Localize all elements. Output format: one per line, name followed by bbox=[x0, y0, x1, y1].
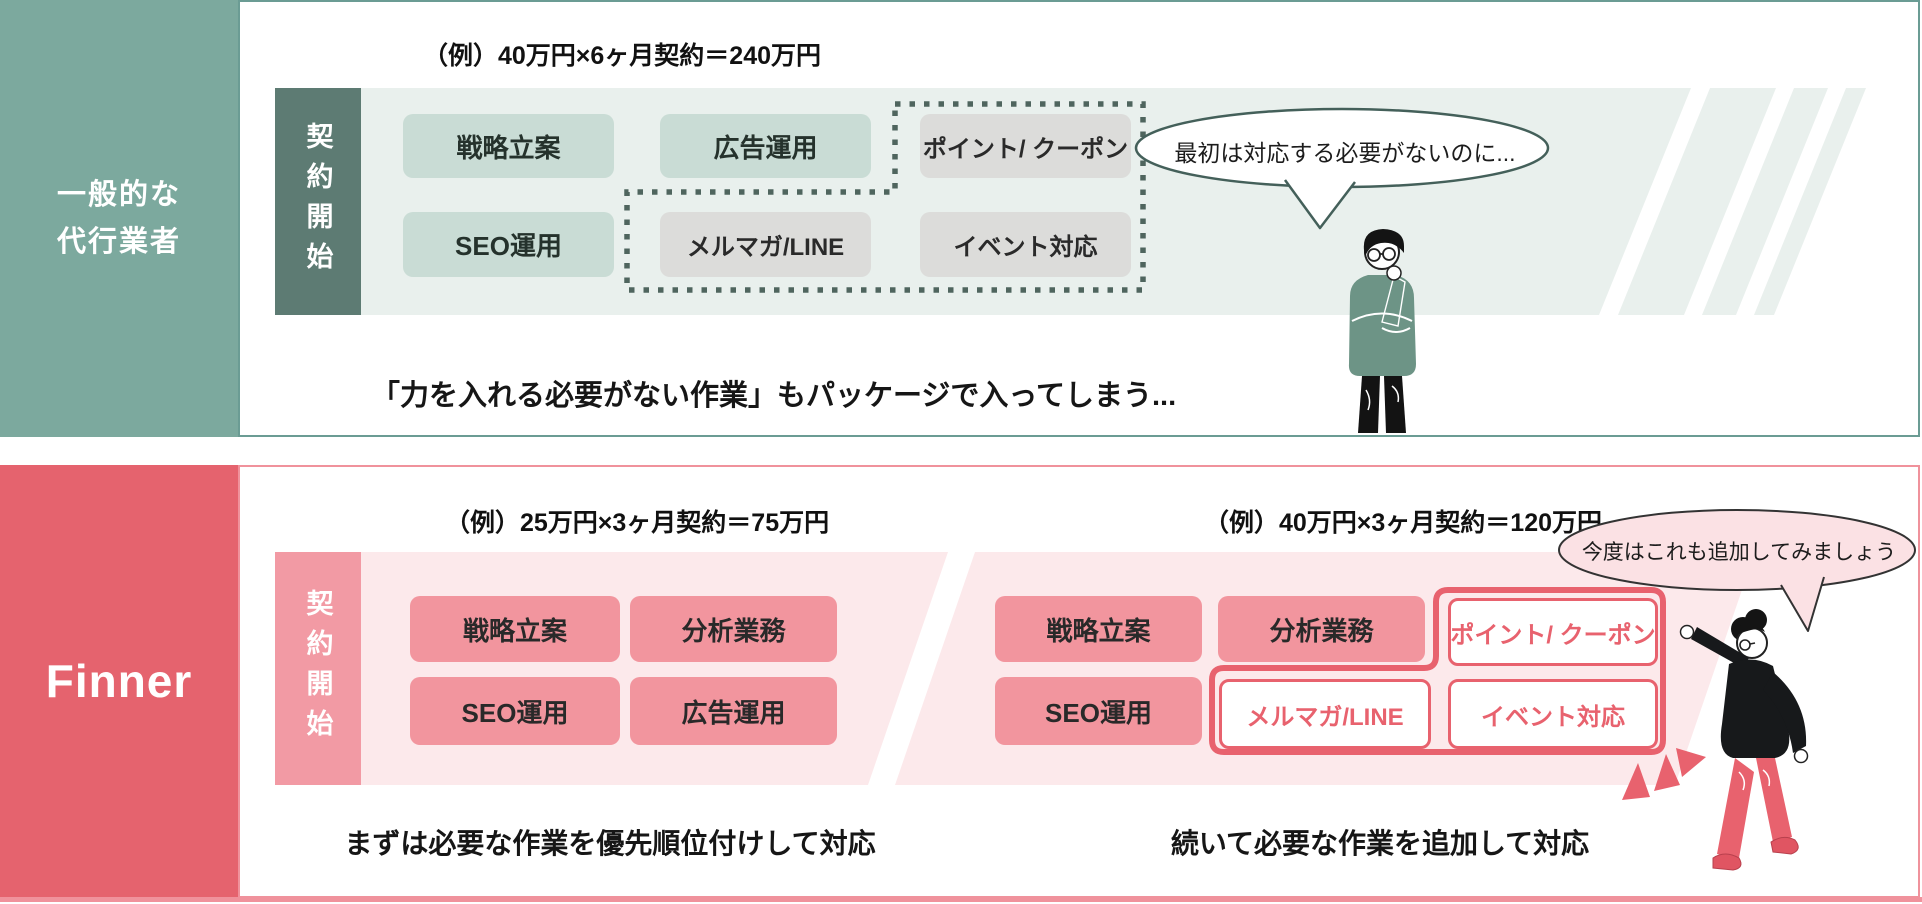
task-box-mailmag-unneeded: メルマガ/LINE bbox=[660, 212, 871, 277]
agency-example-heading: （例）40万円×6ヶ月契約＝240万円 bbox=[423, 42, 822, 70]
task-box-strategy: 戦略立案 bbox=[403, 114, 614, 178]
finner-phase1-caption: まずは必要な作業を優先順位付けして対応 bbox=[344, 828, 876, 859]
task-box-ads: 広告運用 bbox=[660, 114, 871, 178]
agency-bubble-text: 最初は対応する必要がないのに... bbox=[1174, 140, 1516, 166]
finner-speech-bubble bbox=[1558, 509, 1916, 632]
agency-caption: 「力を入れる必要がない作業」もパッケージで入ってしまう... bbox=[371, 380, 1177, 412]
p2-box-analysis: 分析業務 bbox=[1218, 596, 1425, 662]
finner-bubble-text: 今度はこれも追加してみましょう bbox=[1581, 541, 1897, 564]
p2-box-points-added: ポイント/ クーポン bbox=[1448, 598, 1658, 666]
pointing-woman-illustration bbox=[1679, 609, 1809, 871]
finner-contract-start-label: 契約開始 bbox=[275, 552, 361, 785]
p1-box-seo: SEO運用 bbox=[410, 677, 620, 745]
task-box-points-unneeded: ポイント/ クーポン bbox=[920, 114, 1131, 178]
agency-contract-start-label: 契約開始 bbox=[275, 88, 361, 315]
agency-speech-bubble bbox=[1134, 107, 1550, 230]
agency-sidebar: 一般的な 代行業者 bbox=[0, 0, 238, 437]
finner-sidebar: Finner bbox=[0, 465, 238, 897]
finner-phase1-band bbox=[361, 552, 948, 785]
p1-box-ads: 広告運用 bbox=[630, 677, 837, 745]
finner-phase2-example: （例）40万円×3ヶ月契約＝120万円 bbox=[1204, 509, 1603, 537]
p1-box-strategy: 戦略立案 bbox=[410, 596, 620, 662]
p2-box-mailmag-added: メルマガ/LINE bbox=[1219, 679, 1431, 749]
p2-box-event-added: イベント対応 bbox=[1448, 679, 1658, 749]
agency-sidebar-label-line1: 一般的な bbox=[56, 179, 181, 212]
finner-phase2-caption: 続いて必要な作業を追加して対応 bbox=[1170, 828, 1590, 859]
unneeded-tasks-dotted-outline bbox=[624, 101, 1146, 293]
p1-box-analysis: 分析業務 bbox=[630, 596, 837, 662]
task-box-seo: SEO運用 bbox=[403, 212, 614, 277]
thinking-man-illustration bbox=[1348, 229, 1416, 433]
emphasis-burst-icon bbox=[1622, 748, 1706, 800]
p2-box-strategy: 戦略立案 bbox=[995, 596, 1202, 662]
agency-sidebar-label-line2: 代行業者 bbox=[56, 225, 181, 258]
finner-logo: Finner bbox=[45, 655, 193, 707]
bottom-border-strip bbox=[0, 897, 1922, 902]
task-box-event-unneeded: イベント対応 bbox=[920, 212, 1131, 277]
p2-box-seo: SEO運用 bbox=[995, 677, 1202, 745]
finner-phase1-example: （例）25万円×3ヶ月契約＝75万円 bbox=[445, 509, 830, 537]
